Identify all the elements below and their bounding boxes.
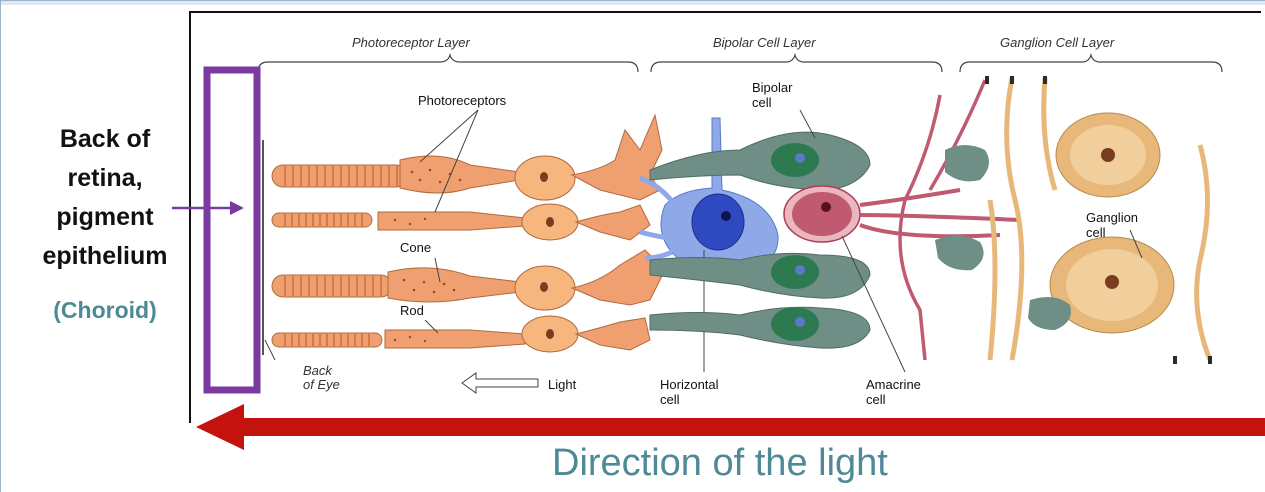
direction-of-light-label: Direction of the light [552, 442, 888, 485]
layer-braces [258, 55, 1222, 72]
horizontal-cell-line2: cell [660, 392, 719, 407]
ganglion-layer-label: Ganglion Cell Layer [1000, 35, 1114, 50]
bipolar-cell-label: Bipolar cell [752, 80, 792, 110]
light-arrow-icon [462, 373, 538, 393]
outer-segment-stripes [285, 166, 397, 346]
light-label: Light [548, 377, 576, 392]
side-label-line4: epithelium [20, 237, 190, 276]
cone-label: Cone [400, 240, 431, 255]
side-label-line2: retina, [20, 159, 190, 198]
choroid-label: (Choroid) [20, 297, 190, 324]
side-label-line1: Back of [20, 120, 190, 159]
back-of-eye-label: Back of Eye [303, 364, 340, 392]
photoreceptor-nuclei [515, 156, 578, 352]
rod-outer-segments [272, 165, 407, 347]
amacrine-cell-line2: cell [866, 392, 921, 407]
photoreceptors-label: Photoreceptors [418, 93, 506, 108]
amacrine-cell-line1: Amacrine [866, 377, 921, 392]
photoreceptor-layer-label: Photoreceptor Layer [352, 35, 470, 50]
ganglion-cell-line2: cell [1086, 225, 1138, 240]
back-of-eye-line2: of Eye [303, 378, 340, 392]
horizontal-cell-label: Horizontal cell [660, 377, 719, 407]
bipolar-cell-line1: Bipolar [752, 80, 792, 95]
ganglion-cell-label: Ganglion cell [1086, 210, 1138, 240]
pink-processes [900, 80, 985, 360]
horizontal-cell-line1: Horizontal [660, 377, 719, 392]
pigment-epithelium-highlight-box [207, 70, 257, 390]
back-of-eye-line1: Back [303, 364, 340, 378]
side-label-line3: pigment [20, 198, 190, 237]
rod-label: Rod [400, 303, 424, 318]
bipolar-cell-line2: cell [752, 95, 792, 110]
ganglion-cell-line1: Ganglion [1086, 210, 1138, 225]
amacrine-cell-label: Amacrine cell [866, 377, 921, 407]
photoreceptor-cells [272, 115, 665, 352]
bipolar-layer-label: Bipolar Cell Layer [713, 35, 816, 50]
